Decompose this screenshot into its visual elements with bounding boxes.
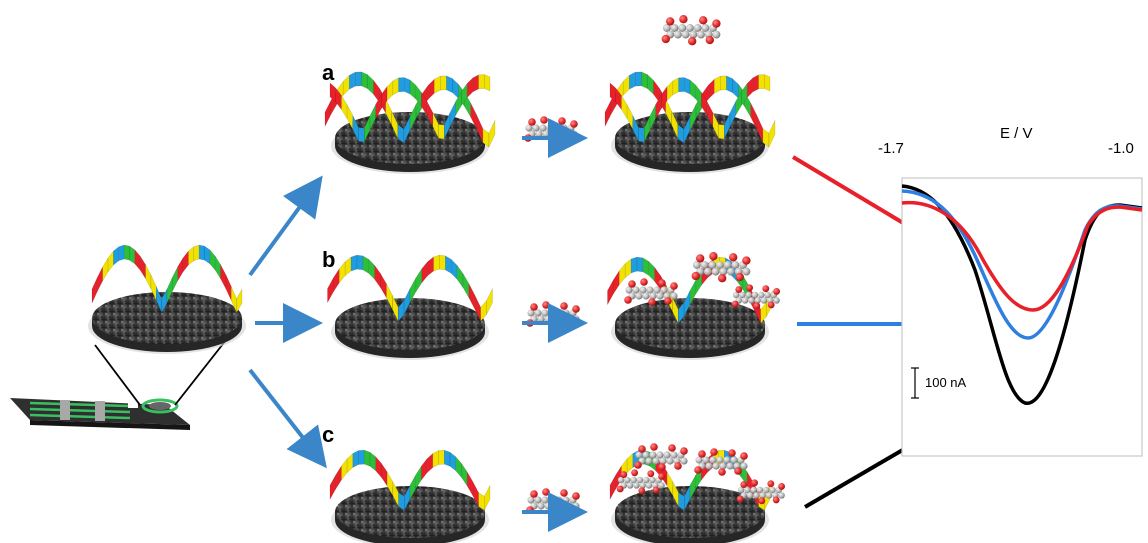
x-tick-right: -1.0 <box>1108 140 1134 157</box>
arrow-to-a <box>248 175 323 277</box>
panel-label-a: a <box>322 60 335 85</box>
ribbon-a-after-2 <box>609 74 771 143</box>
panel-label-c: c <box>322 422 335 447</box>
desorbed-molecule-a <box>661 15 721 46</box>
scale-bar-label: 100 nA <box>925 375 967 390</box>
voltammogram <box>901 177 1143 457</box>
disc-initial <box>88 292 246 354</box>
ribbon-c-before <box>329 449 491 511</box>
disc-c-after <box>611 486 769 543</box>
bound-molecule-b-2 <box>624 278 678 306</box>
bound-molecule-b-1 <box>691 252 751 283</box>
ribbon-initial <box>91 244 243 314</box>
disc-c-before <box>331 486 489 543</box>
bound-molecule-c-4 <box>736 479 786 505</box>
bound-molecule-b-3 <box>731 284 781 310</box>
disc-b-before <box>331 298 489 360</box>
process-arrows <box>248 118 588 532</box>
bound-molecule-c-1 <box>634 443 688 471</box>
disc-b-after <box>611 298 769 360</box>
ribbon-a-before-1 <box>324 71 496 148</box>
trace-a-red <box>901 200 1143 312</box>
bound-molecule-c-2 <box>694 448 748 476</box>
arrow-to-c <box>248 368 327 469</box>
trace-c-black <box>901 184 1143 405</box>
screen-printed-electrode <box>10 398 190 430</box>
ribbon-a-before-2 <box>329 74 491 143</box>
axis-title: E / V <box>1000 125 1033 142</box>
x-tick-left: -1.7 <box>878 140 904 157</box>
scale-bar <box>911 367 919 399</box>
bound-molecule-c-3 <box>616 469 666 495</box>
plot-frame <box>901 177 1143 457</box>
zoom-lines <box>94 334 231 406</box>
panel-label-b: b <box>322 247 336 272</box>
ribbon-b-before <box>327 254 493 322</box>
